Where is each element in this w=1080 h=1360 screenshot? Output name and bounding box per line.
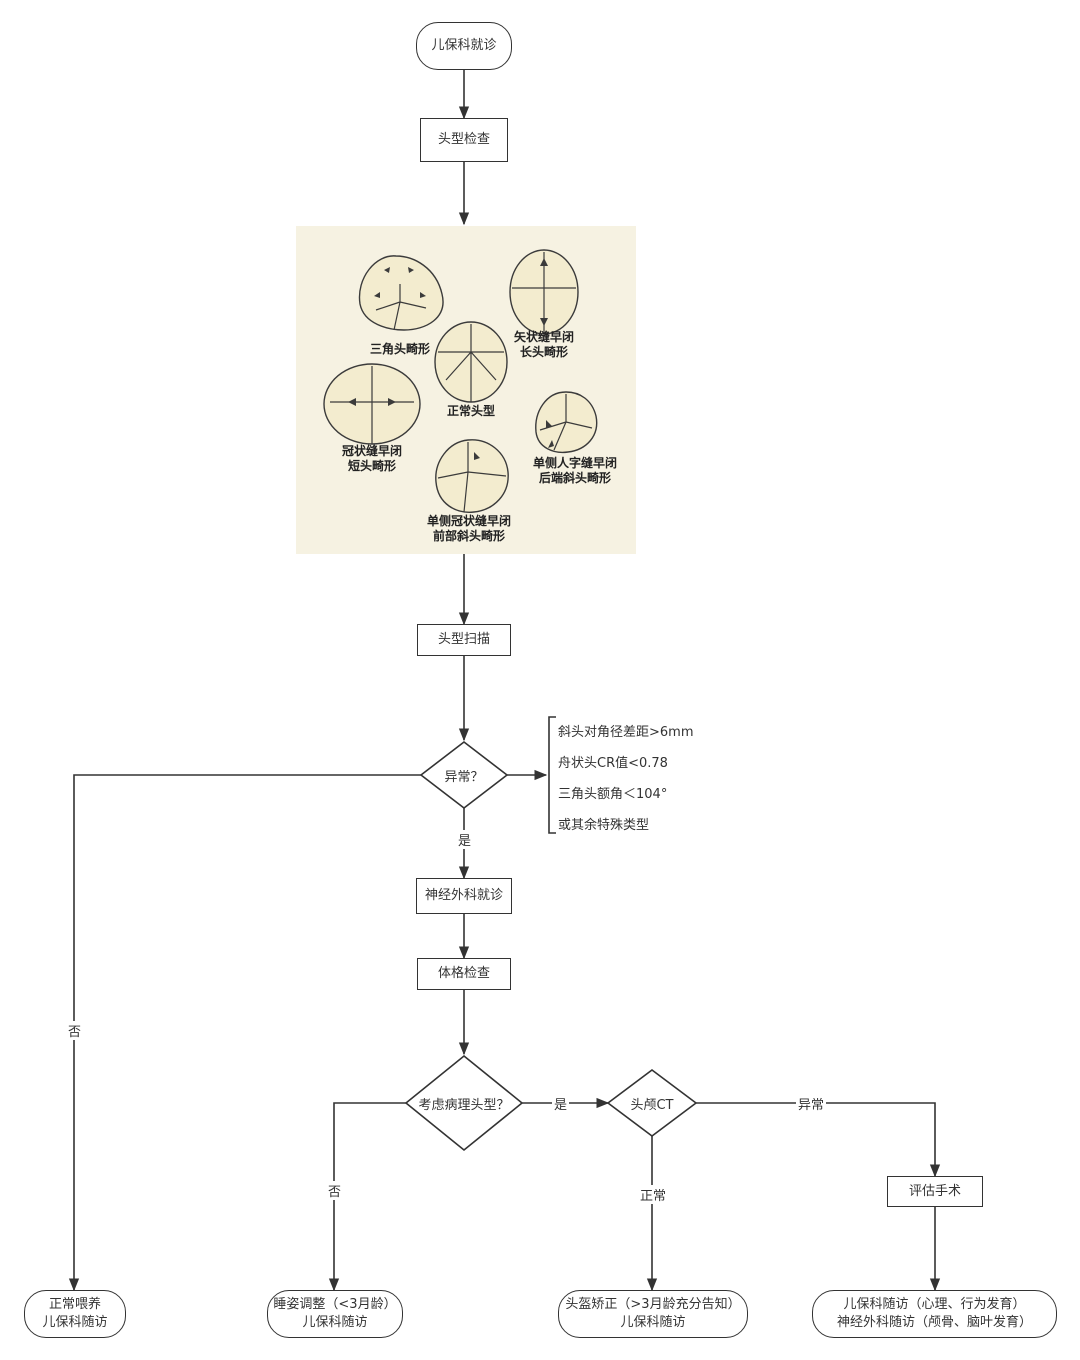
edge-label-no-2: 否 [326,1181,344,1200]
skull-types-panel: 三角头畸形 矢状缝早闭 长头畸形 正常头型 冠状缝早闭 短头畸形 单侧人字缝早闭… [296,226,636,554]
edge-label-yes-2: 是 [552,1094,570,1113]
label-trigonocephaly: 三角头畸形 [369,342,430,356]
label-brachycephaly: 冠状缝早闭 短头畸形 [341,444,402,473]
diamond-abnormal-label: 异常？ [444,770,484,785]
node-head-scan: 头型扫描 [417,624,511,656]
endpoint-followup: 儿保科随访（心理、行为发育）神经外科随访（颅骨、脑叶发育） [812,1290,1057,1338]
edge-label-no-1: 否 [66,1021,84,1040]
edge-pathologic-no [328,1102,406,1292]
edge-abnormal-no [68,774,421,1292]
skull-trigonocephaly [358,255,444,331]
endpoint-helmet: 头盔矫正（>3月龄充分告知）儿保科随访 [558,1290,748,1338]
node-eval-surgery: 评估手术 [887,1176,983,1207]
edge-label-ct-abnormal: 异常 [796,1094,827,1113]
node-neuro: 神经外科就诊 [416,878,512,914]
label-anterior-plagio: 单侧冠状缝早闭 前部斜头畸形 [426,514,511,543]
criterion-other: 或其余特殊类型 [558,818,650,833]
skull-anterior-plagio [435,439,509,513]
skull-illustrations [323,249,598,513]
diamond-ct-label: 头颅CT [630,1098,674,1113]
criterion-scapho: 舟状头CR值<0.78 [558,756,668,771]
edge-label-ct-normal: 正常 [638,1185,669,1204]
edge-ct-abnormal [696,1102,941,1178]
label-scaphocephaly: 矢状缝早闭 长头畸形 [513,330,574,359]
diamond-pathologic-label: 考虑病理头型？ [418,1098,510,1113]
endpoint-normal-feeding: 正常喂养儿保科随访 [24,1290,126,1338]
node-start: 儿保科就诊 [416,22,512,70]
criterion-plagio: 斜头对角径差距>6mm [558,725,694,740]
node-physical: 体格检查 [417,958,511,990]
label-posterior-plagio: 单侧人字缝早闭 后端斜头畸形 [532,456,617,485]
diamond-ct [606,1069,698,1137]
diamond-abnormal [419,740,509,810]
criteria-bracket [548,716,556,834]
criterion-trigono: 三角头额角＜104° [558,787,668,802]
node-head-exam: 头型检查 [420,118,508,162]
label-normal: 正常头型 [446,404,495,418]
diamond-pathologic [404,1054,524,1152]
edge-label-yes-1: 是 [456,830,474,849]
endpoint-sleep-adjust: 睡姿调整（<3月龄）儿保科随访 [267,1290,403,1338]
